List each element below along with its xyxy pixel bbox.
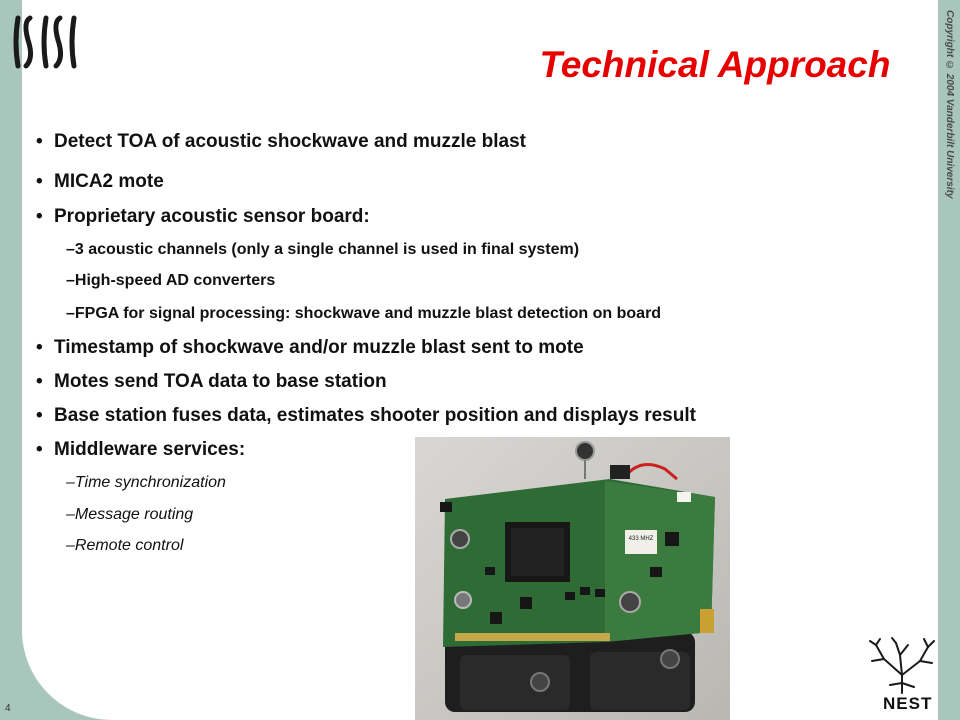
bullet-item: •Detect TOA of acoustic shockwave and mu…	[36, 131, 526, 152]
sub-bullet-item: –High-speed AD converters	[66, 272, 276, 289]
nest-label: NEST	[883, 694, 933, 713]
bullet-item: •MICA2 mote	[36, 171, 164, 192]
bullet-item: •Base station fuses data, estimates shoo…	[36, 405, 696, 426]
right-accent-bar	[938, 0, 960, 720]
sub-bullet-item: –Remote control	[66, 537, 184, 554]
sub-bullet-item: –FPGA for signal processing: shockwave a…	[66, 305, 662, 322]
bullet-item: •Middleware services:	[36, 439, 246, 460]
bullet-item: •Motes send TOA data to base station	[36, 371, 387, 392]
isis-logo	[13, 15, 77, 69]
slide-number: 4	[5, 703, 11, 714]
slide-title: Technical Approach	[539, 44, 891, 85]
sensor-board-photo: 433 MHZ	[415, 437, 730, 720]
sub-bullet-item: –Message routing	[66, 506, 194, 523]
sub-bullet-item: –Time synchronization	[66, 474, 226, 491]
bullet-item: •Proprietary acoustic sensor board:	[36, 206, 370, 227]
copyright-text: Copyright © 2004 Vanderbilt University	[944, 10, 955, 199]
sub-bullet-item: –3 acoustic channels (only a single chan…	[66, 241, 580, 258]
chip-label: 433 MHZ	[629, 536, 654, 542]
nest-tree-logo	[869, 637, 935, 694]
bullet-item: •Timestamp of shockwave and/or muzzle bl…	[36, 337, 584, 358]
left-accent-bar	[0, 0, 22, 720]
